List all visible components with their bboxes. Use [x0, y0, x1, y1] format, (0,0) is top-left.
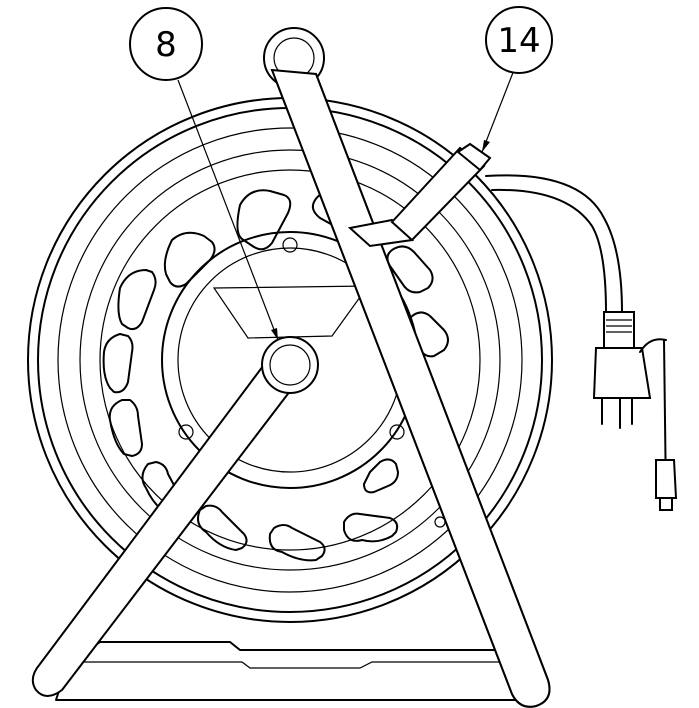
power-plug	[592, 311, 678, 511]
power-cord	[485, 174, 623, 313]
callout-8-label: 8	[155, 25, 177, 65]
axle-cap	[261, 336, 319, 394]
callout-14-label: 14	[497, 21, 540, 61]
stand-base	[55, 641, 541, 701]
callout-8: 8	[129, 7, 279, 341]
cord-outlet	[347, 142, 492, 248]
handle-leg	[263, 27, 551, 708]
front-leg	[31, 348, 302, 697]
callout-14: 14	[481, 6, 553, 153]
